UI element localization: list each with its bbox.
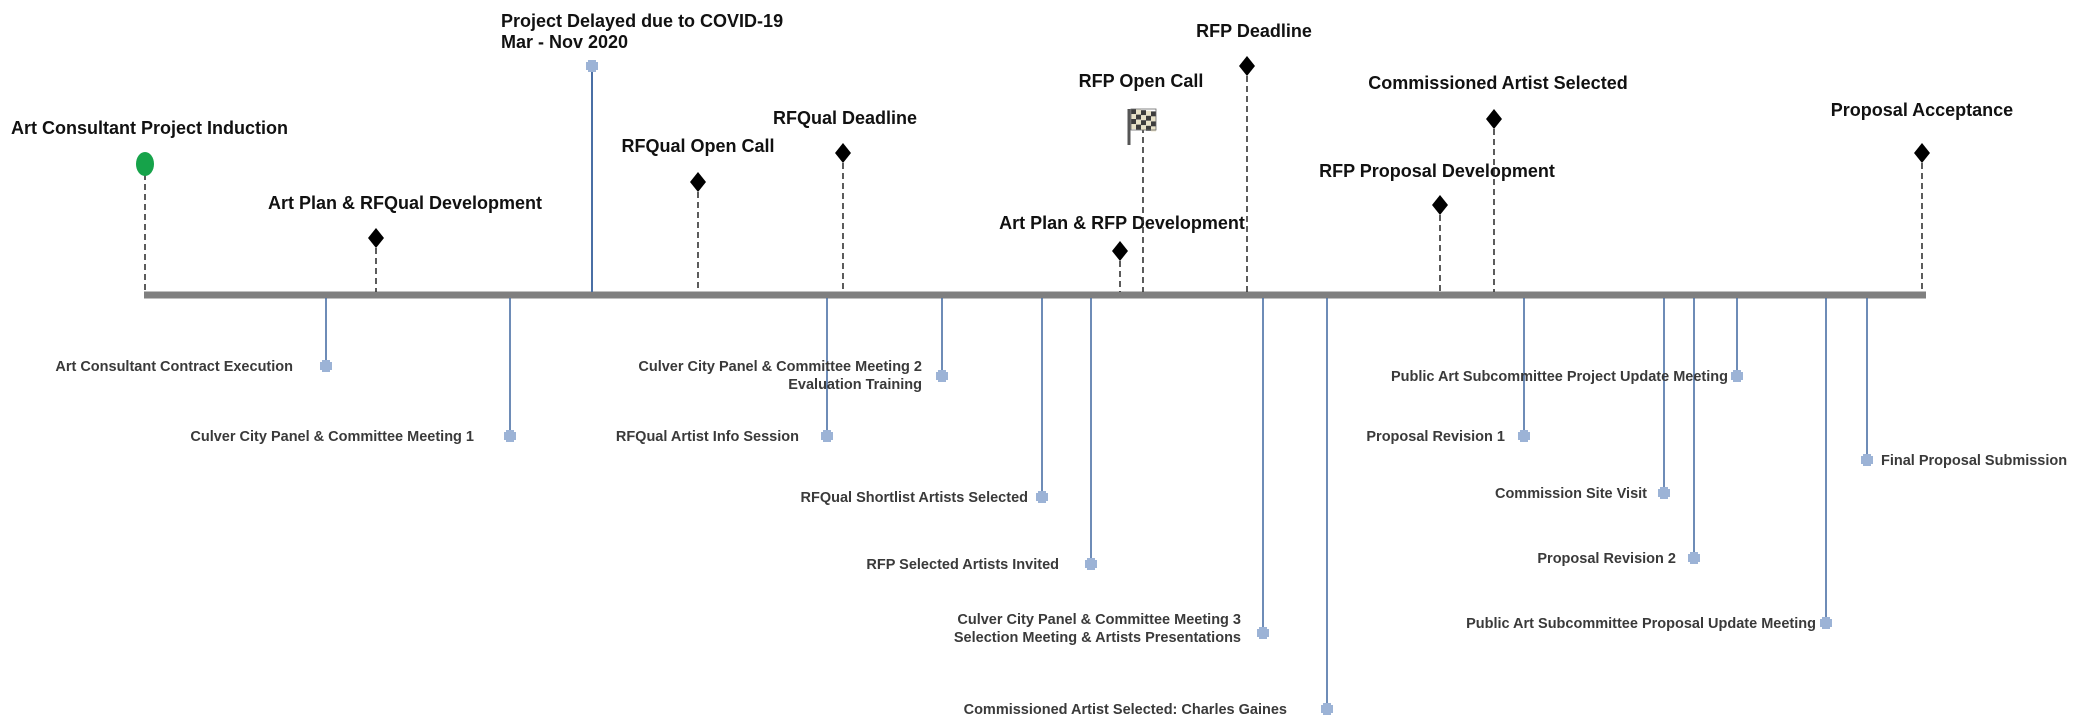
milestone-shortlist: RFQual Shortlist Artists Selected <box>801 298 1048 506</box>
plus-marker-icon <box>1036 491 1048 503</box>
milestone-revision-2: Proposal Revision 2 <box>1537 298 1700 567</box>
milestone-label: Art Consultant Project Induction <box>11 118 288 138</box>
plus-marker-icon <box>1731 370 1743 382</box>
milestone-label: Final Proposal Submission <box>1881 453 2067 469</box>
milestone-label: Mar - Nov 2020 <box>501 32 628 52</box>
milestone-label: Public Art Subcommittee Proposal Update … <box>1466 616 1816 632</box>
milestone-info-session: RFQual Artist Info Session <box>616 298 833 445</box>
milestone-label: RFP Selected Artists Invited <box>866 557 1059 573</box>
milestone-rfp-invited: RFP Selected Artists Invited <box>866 298 1097 573</box>
milestone-label: Art Plan & RFQual Development <box>268 193 542 213</box>
checkered-flag-icon <box>1127 108 1157 145</box>
milestone-label: RFP Proposal Development <box>1319 161 1555 181</box>
milestone-proposal-update: Public Art Subcommittee Proposal Update … <box>1466 298 1832 632</box>
milestone-rfqual-open: RFQual Open Call <box>621 136 775 292</box>
milestone-label: Project Delayed due to COVID-19 <box>501 11 783 31</box>
plus-marker-icon <box>1321 703 1333 715</box>
milestone-artist-selected: Commissioned Artist Selected <box>1368 73 1628 292</box>
milestone-rfp-deadline: RFP Deadline <box>1196 21 1312 292</box>
plus-marker-icon <box>1518 430 1530 442</box>
milestone-label: Art Consultant Contract Execution <box>55 359 293 375</box>
milestone-label: RFP Open Call <box>1079 71 1204 91</box>
milestone-induction: Art Consultant Project Induction <box>11 118 288 292</box>
diamond-icon <box>1112 241 1128 261</box>
milestone-panel-1: Culver City Panel & Committee Meeting 1 <box>190 298 516 445</box>
plus-marker-icon <box>504 430 516 442</box>
milestone-label: Art Plan & RFP Development <box>999 213 1245 233</box>
milestone-label: Culver City Panel & Committee Meeting 2 <box>638 359 922 375</box>
diamond-icon <box>1914 143 1930 163</box>
diamond-icon <box>1486 109 1502 129</box>
plus-marker-icon <box>1861 454 1873 466</box>
diamond-icon <box>1432 195 1448 215</box>
milestone-panel-2: Culver City Panel & Committee Meeting 2 E… <box>638 298 948 393</box>
milestone-panel-3: Culver City Panel & Committee Meeting 3 S… <box>954 298 1269 646</box>
milestone-label: Proposal Revision 1 <box>1366 429 1505 445</box>
plus-marker-icon <box>320 360 332 372</box>
diamond-icon <box>368 228 384 248</box>
plus-marker-icon <box>1820 617 1832 629</box>
milestone-project-update: Public Art Subcommittee Project Update M… <box>1391 298 1743 385</box>
milestone-label: Commissioned Artist Selected <box>1368 73 1627 93</box>
milestone-final-submission: Final Proposal Submission <box>1861 298 2067 469</box>
milestone-site-visit: Commission Site Visit <box>1495 298 1670 502</box>
milestone-label: Public Art Subcommittee Project Update M… <box>1391 369 1728 385</box>
milestone-label: RFQual Open Call <box>621 136 774 156</box>
plus-marker-icon <box>821 430 833 442</box>
diamond-icon <box>835 143 851 163</box>
start-dot-icon <box>136 152 154 176</box>
milestone-label: Evaluation Training <box>788 377 922 393</box>
milestone-art-plan-rfqual: Art Plan & RFQual Development <box>268 193 542 292</box>
milestone-revision-1: Proposal Revision 1 <box>1366 298 1530 445</box>
milestone-rfp-proposal-dev: RFP Proposal Development <box>1319 161 1555 292</box>
milestone-label: Commissioned Artist Selected: Charles Ga… <box>964 702 1287 718</box>
plus-marker-icon <box>936 370 948 382</box>
milestone-label: Selection Meeting & Artists Presentation… <box>954 630 1241 646</box>
plus-marker-icon <box>1085 558 1097 570</box>
milestone-label: RFP Deadline <box>1196 21 1312 41</box>
plus-marker-icon <box>1688 552 1700 564</box>
milestone-charles-gaines: Commissioned Artist Selected: Charles Ga… <box>964 298 1333 718</box>
square-marker-icon <box>586 60 598 72</box>
milestone-label: Proposal Acceptance <box>1831 100 2013 120</box>
diamond-icon <box>1239 56 1255 76</box>
milestone-contract: Art Consultant Contract Execution <box>55 298 332 375</box>
milestone-label: Culver City Panel & Committee Meeting 3 <box>957 612 1241 628</box>
plus-marker-icon <box>1257 627 1269 639</box>
milestone-label: Culver City Panel & Committee Meeting 1 <box>190 429 474 445</box>
milestone-art-plan-rfp: Art Plan & RFP Development <box>999 213 1245 292</box>
milestone-label: RFQual Shortlist Artists Selected <box>801 490 1028 506</box>
milestone-proposal-acceptance: Proposal Acceptance <box>1831 100 2013 292</box>
milestones-below: Art Consultant Contract ExecutionCulver … <box>55 298 2067 718</box>
milestone-label: Commission Site Visit <box>1495 486 1647 502</box>
diamond-icon <box>690 172 706 192</box>
milestone-rfqual-deadline: RFQual Deadline <box>773 108 917 292</box>
plus-marker-icon <box>1658 487 1670 499</box>
milestone-label: RFQual Deadline <box>773 108 917 128</box>
milestone-rfp-open: RFP Open Call <box>1079 71 1204 292</box>
milestone-label: Proposal Revision 2 <box>1537 551 1676 567</box>
milestone-label: RFQual Artist Info Session <box>616 429 799 445</box>
